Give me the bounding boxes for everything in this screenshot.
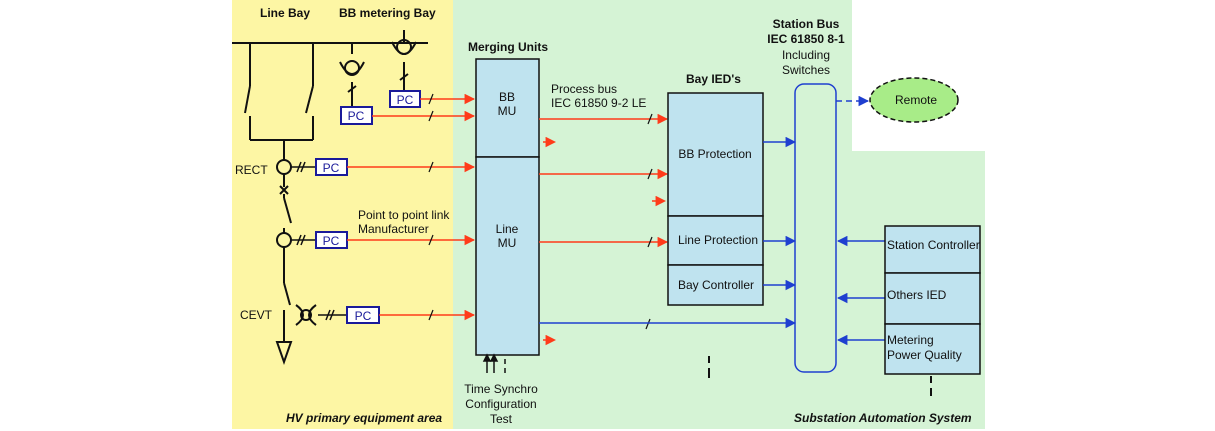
pc-box-bb-vt-top: PC [389,90,421,108]
process-bus-label-2: IEC 61850 9-2 LE [551,96,646,110]
bb-metering-bay-label: BB metering Bay [339,6,436,20]
sas-area-label: Substation Automation System [794,411,972,425]
pc-box-rect: PC [315,158,348,176]
bb-mu-label-1: BB [499,90,515,104]
line-mu-label-1: Line [496,222,519,236]
remote-node: Remote [869,77,959,123]
time-synchro-label: Time Synchro [464,382,538,396]
process-links [347,93,476,321]
bay-controller-label: Bay Controller [678,278,754,292]
p2p-label-line2: Manufacturer [358,222,429,236]
process-bus-label-1: Process bus [551,82,617,96]
p2p-label-line1: Point to point link [358,208,450,222]
pc-box-bb-vt-bottom: PC [340,106,373,125]
bay-controller-box: Bay Controller [667,264,764,306]
merging-units-title: Merging Units [468,40,548,54]
configuration-label: Configuration [465,397,536,411]
metering-label-2: Power Quality [887,348,962,362]
pc-label: PC [397,93,414,107]
bb-mu-box: BB MU [475,58,540,158]
bb-protection-label: BB Protection [678,147,751,161]
metering-box: Metering Power Quality [884,323,981,375]
process-bus-links [539,113,669,346]
pc-label: PC [348,109,365,123]
others-ied-label: Others IED [887,288,947,302]
rect-label: RECT [235,163,268,177]
line-bay-label: Line Bay [260,6,310,20]
bb-vt-symbols [339,39,417,93]
test-label: Test [490,412,513,426]
pc-box-cevt: PC [346,306,380,324]
cevt-label: CEVT [240,308,273,322]
others-ied-box: Others IED [884,272,981,325]
bay-ieds-title: Bay IED's [686,72,741,86]
link-slash-marks [428,93,434,321]
ground-symbol [275,341,293,366]
station-controller-label: Station Controller [887,238,980,252]
cevt-sensor-symbol [295,304,317,326]
hv-area-background [232,0,453,429]
line-protection-label: Line Protection [678,233,758,247]
breaker-x-symbol [279,185,289,195]
bb-protection-box: BB Protection [667,92,764,217]
hv-area-label: HV primary equipment area [286,411,442,425]
remote-label: Remote [895,93,937,107]
pc-label: PC [323,161,340,175]
line-mu-label-2: MU [498,236,517,250]
bus-slash-marks [645,113,653,330]
station-bus-bar [794,83,837,373]
bb-mu-label-2: MU [498,104,517,118]
station-bus-links [539,95,885,346]
station-bus-label-1: Station Bus [773,17,840,31]
line-protection-box: Line Protection [667,215,764,266]
pc-label: PC [355,309,372,323]
busbar-group [232,30,428,342]
pc-label: PC [323,234,340,248]
line-mu-box: Line MU [475,156,540,356]
station-controller-box: Station Controller [884,225,981,274]
metering-label-1: Metering [887,333,934,347]
station-bus-label-3: Including [782,48,830,62]
sync-arrows [482,353,506,373]
ct-wiring-marks [291,161,347,321]
station-bus-label-4: Switches [782,63,830,77]
station-bus-label-2: IEC 61850 8-1 [767,32,845,46]
pc-box-line-ct: PC [315,231,348,249]
